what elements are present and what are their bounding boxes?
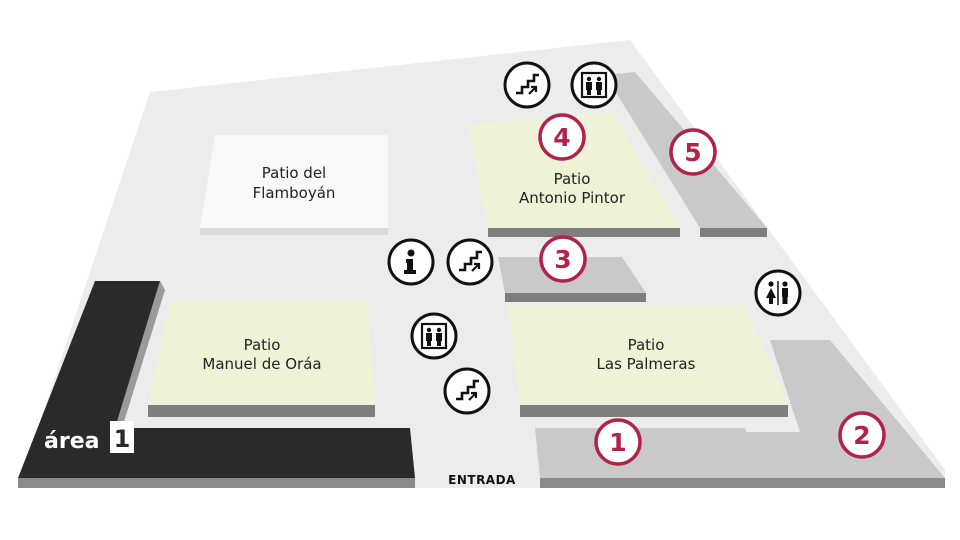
zone-1-number: 1 [609,428,626,457]
patio-antonio-pintor[interactable] [468,112,680,228]
patio-antonio-pintor-edge [488,228,680,237]
zone-1-edge [540,478,762,488]
zone-3-number: 3 [554,245,571,274]
patio-las-palmeras-label-2: Las Palmeras [597,355,696,373]
zone-3-edge [505,293,646,302]
zone-2-edge [762,478,945,488]
zone-2-number: 2 [853,421,870,450]
elevator-icon[interactable] [410,312,458,360]
patio-manuel-de-oraa-label-1: Patio [244,336,281,354]
zone-5-edge [700,228,767,237]
area-number: 1 [114,425,131,453]
area-1-side [115,281,165,428]
patio-manuel-de-oraa-edge [148,405,375,417]
area-label: área [44,429,99,454]
patio-las-palmeras[interactable] [508,305,788,405]
zone-2-marker[interactable]: 2 [838,411,886,459]
patio-flamboyan-edge [200,228,388,235]
patio-las-palmeras-label-1: Patio [628,336,665,354]
zone-4-number: 4 [553,123,570,152]
zone-1-marker[interactable]: 1 [594,418,642,466]
area-number-badge [110,421,134,453]
patio-manuel-de-oraa-label-2: Manuel de Oráa [202,355,321,373]
entrance-label: ENTRADA [448,473,516,487]
patio-antonio-pintor-label-1: Patio [554,170,591,188]
patio-flamboyan-label-2: Flamboyán [253,184,336,202]
stairs-icon[interactable] [446,238,494,286]
patio-manuel-de-oraa[interactable] [148,302,375,405]
patio-las-palmeras-edge [520,405,788,417]
stairs-icon[interactable] [503,61,551,109]
elevator-icon[interactable] [570,61,618,109]
zone-1-block[interactable] [535,428,762,478]
patio-flamboyan[interactable] [200,135,388,228]
zone-3-marker[interactable]: 3 [539,235,587,283]
zone-4-marker[interactable]: 4 [538,113,586,161]
patio-flamboyan-label-1: Patio del [262,164,326,182]
zone-5-number: 5 [684,138,701,167]
zone-5-marker[interactable]: 5 [669,128,717,176]
zone-2-block[interactable] [745,340,945,478]
area-1-edge [18,478,415,488]
patio-antonio-pintor-label-2: Antonio Pintor [519,189,626,207]
stairs-icon[interactable] [443,367,491,415]
restroom-icon[interactable] [754,269,802,317]
info-icon[interactable] [387,238,435,286]
